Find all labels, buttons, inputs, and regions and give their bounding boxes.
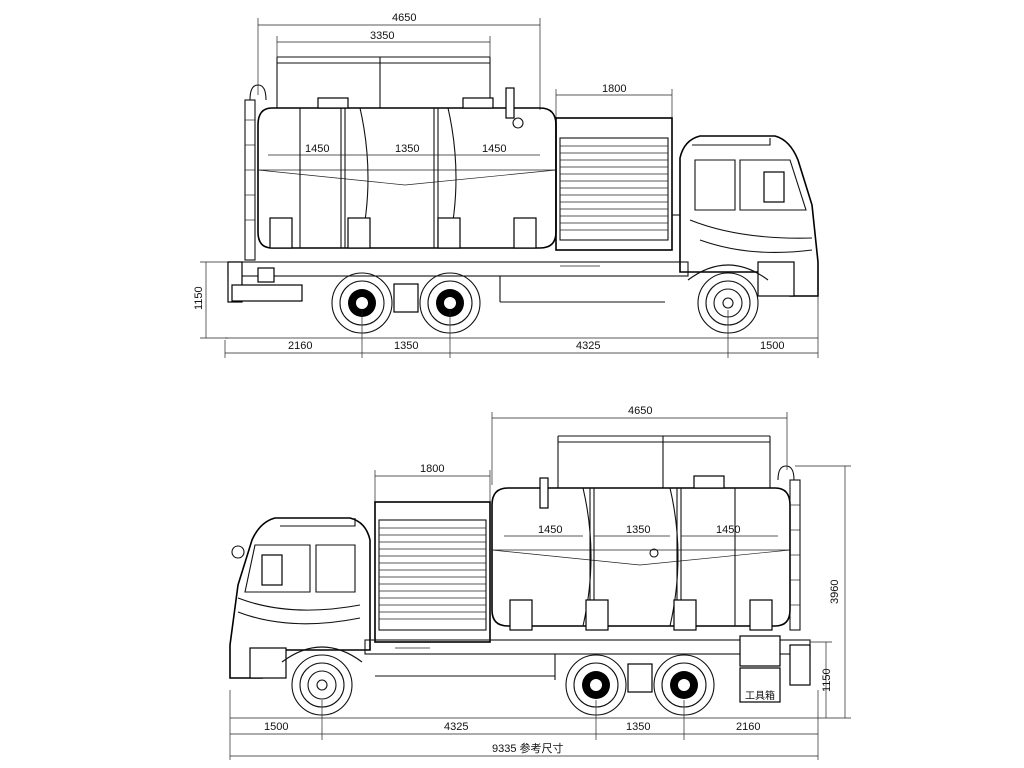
front-wheel: [687, 264, 769, 334]
dim-top-box-label: 1800: [602, 83, 626, 95]
roller-shutter-box: [555, 117, 673, 251]
pump: [393, 283, 419, 313]
dim-comp-3-label: 1450: [482, 143, 506, 155]
dim-total-height-label: 3960: [829, 580, 841, 604]
dim-bottom-view-height-label: 1150: [821, 668, 833, 692]
bottom-view-chassis-frame: 工具箱: [364, 635, 811, 703]
bottom-view-dim-1: 1500: [264, 721, 288, 733]
dim-line-left-height: 1150: [193, 261, 228, 339]
dim-bottom-view-overall-label: 4650: [628, 405, 652, 417]
dim-bottom-4: 1500: [760, 340, 784, 352]
view-bottom-side-elevation: 4650 1800: [229, 405, 851, 760]
dim-line-top-box: 1800: [555, 83, 673, 118]
dim-line-bottom-view-overall: 4650: [491, 405, 788, 485]
rear-wheel-1: [331, 272, 393, 334]
dim-bottom-2: 1350: [394, 340, 418, 352]
bottom-dim-comp-3-label: 1450: [716, 524, 740, 536]
bottom-dim-comp-2-label: 1350: [626, 524, 650, 536]
dim-line-bottom-view-box: 1800: [374, 463, 491, 505]
view-top-side-elevation: 4650 3350 1800: [193, 12, 819, 358]
dim-line-bottom-top-view: 2160 1350 4325 1500: [224, 290, 819, 358]
bottom-view-guard-rail: [557, 435, 771, 488]
rear-ladder: [244, 84, 267, 261]
dim-comp-2-label: 1350: [395, 143, 419, 155]
dim-line-top-rail: 3350: [276, 30, 491, 60]
dim-bottom-1: 2160: [288, 340, 312, 352]
bottom-view-rear-ladder: [777, 465, 801, 631]
tool-box-label: 工具箱: [745, 689, 775, 702]
dim-line-overall-length: 9335 参考尺寸: [230, 741, 818, 757]
dim-bottom-3: 4325: [576, 340, 600, 352]
bottom-view-tank-body: 1450 1350 1450: [491, 475, 791, 631]
dim-overall-length-label: 9335 参考尺寸: [492, 741, 564, 755]
dim-line-bottom-view-bottom: 1500 4325 1350 2160: [229, 690, 819, 760]
bottom-view-dim-3: 1350: [626, 721, 650, 733]
cab-facing-right: [672, 135, 819, 297]
dim-top-rail-label: 3350: [370, 30, 394, 42]
bottom-view-dim-2: 4325: [444, 721, 468, 733]
dim-line-total-height: 3960: [795, 465, 851, 719]
dim-line-bottom-view-height: 1150: [810, 641, 833, 718]
dim-comp-1-label: 1450: [305, 143, 329, 155]
dim-height-label-top: 1150: [193, 286, 205, 310]
dim-line-top-overall: 4650: [257, 12, 541, 110]
top-guard-rail: [276, 56, 491, 108]
cab-facing-left: [229, 517, 371, 679]
dim-top-overall-label: 4650: [392, 12, 416, 24]
bottom-view-dim-4: 2160: [736, 721, 760, 733]
dim-bottom-view-box-label: 1800: [420, 463, 444, 475]
bottom-view-roller-shutter-box: [374, 501, 491, 643]
chassis-frame: [227, 261, 689, 303]
tank-body: 1450 1350 1450: [257, 87, 557, 249]
bottom-dim-comp-1-label: 1450: [538, 524, 562, 536]
bottom-view-tool-box: [739, 635, 781, 667]
bottom-view-pump: [627, 663, 653, 693]
